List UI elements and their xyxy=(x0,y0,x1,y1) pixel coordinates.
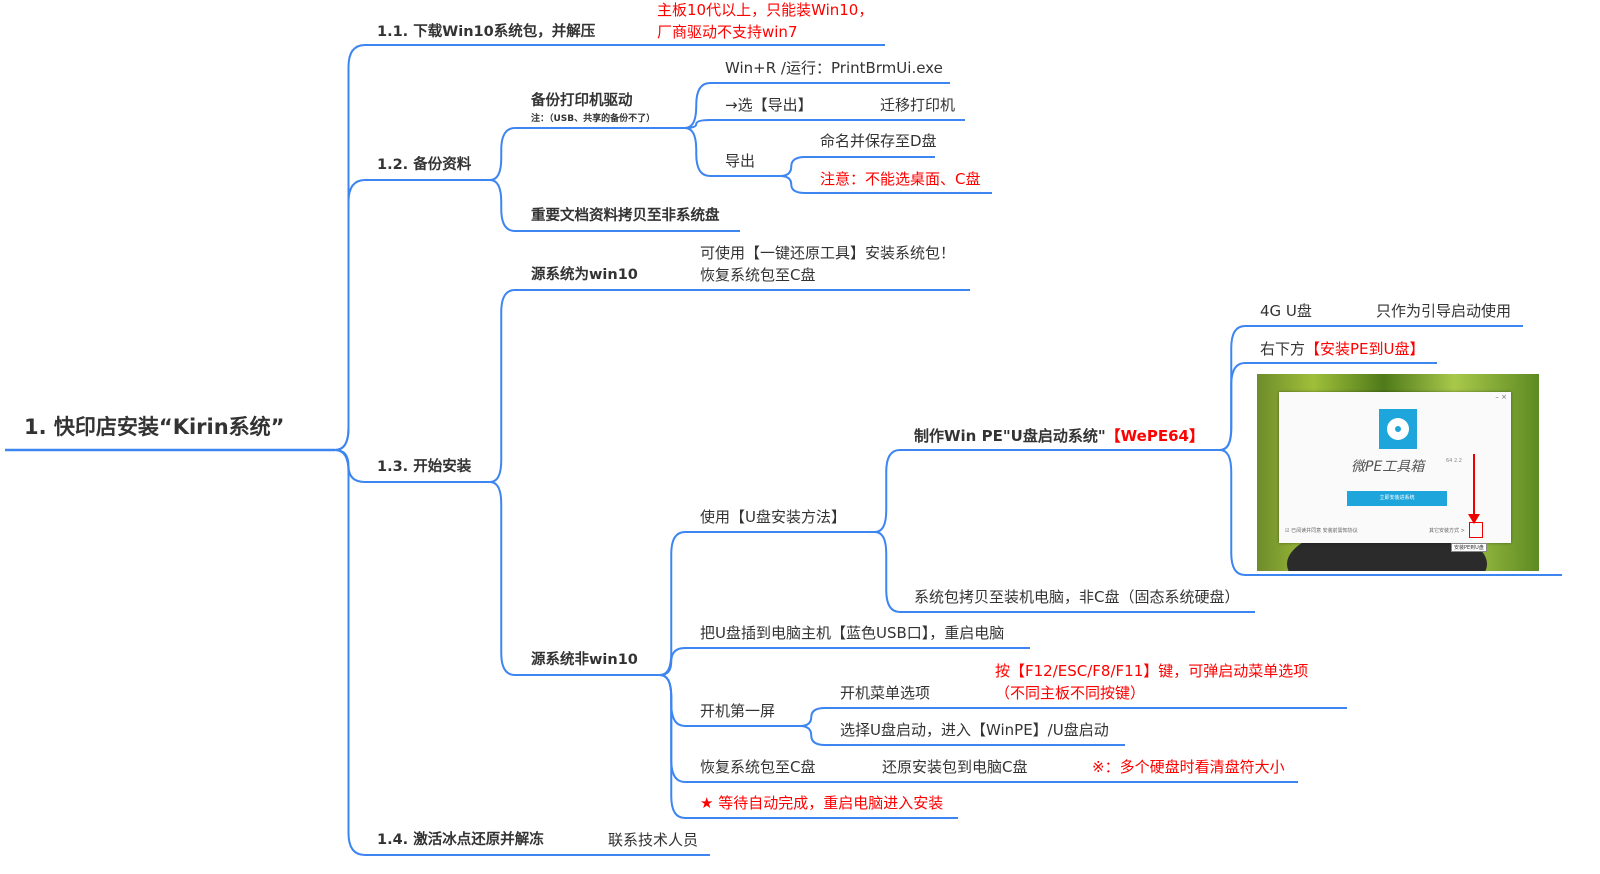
usb-install-highlight xyxy=(1469,522,1483,538)
node-first-screen[interactable]: 开机第一屏 xyxy=(700,702,776,720)
wepe-window: – × 微PE工具箱 64 2.2 立即安装进系统 ☑ 已阅读并同意 安装前需知… xyxy=(1279,392,1511,543)
node-select-usb[interactable]: 选择U盘启动，进入【WinPE】/U盘启动 xyxy=(840,721,1109,739)
node-plug-usb[interactable]: 把U盘插到电脑主机【蓝色USB口】，重启电脑 xyxy=(700,624,1005,642)
node-migrate-printer: 迁移打印机 xyxy=(880,96,956,114)
edge-run xyxy=(684,82,950,129)
edge-boot-menu xyxy=(799,707,1347,727)
boot-keys-2: （不同主板不同按键） xyxy=(995,684,1146,702)
node-1-1-note-2: 厂商驱动不支持win7 xyxy=(657,23,798,41)
node-1-4[interactable]: 1.4. 激活冰点还原并解冻 xyxy=(377,832,544,848)
red-arrowhead-icon xyxy=(1468,514,1480,524)
bottom-right-red: 【安装PE到U盘】 xyxy=(1305,340,1425,358)
edge-export xyxy=(684,127,780,177)
window-controls: – × xyxy=(1495,393,1507,401)
edge-save xyxy=(779,156,935,177)
node-wait[interactable]: ★ 等待自动完成，重启电脑进入安装 xyxy=(700,794,944,812)
node-source-non-win10[interactable]: 源系统非win10 xyxy=(531,652,638,668)
restore-detail: 还原安装包到电脑C盘 xyxy=(882,758,1028,776)
edge-1-4 xyxy=(334,449,710,856)
edge-select xyxy=(684,119,965,129)
node-usb-method[interactable]: 使用【U盘安装方法】 xyxy=(700,508,846,526)
restore-note: ※：多个硬盘时看清盘符大小 xyxy=(1092,758,1285,776)
edge-win10 xyxy=(489,289,970,483)
win10-line-2: 恢复系统包至C盘 xyxy=(700,266,816,284)
edge-make-pe xyxy=(874,449,1220,533)
tooltip: 安装PE到U盘 xyxy=(1451,543,1487,552)
edge-warning xyxy=(779,175,992,194)
wepe-screenshot: – × 微PE工具箱 64 2.2 立即安装进系统 ☑ 已阅读并同意 安装前需知… xyxy=(1257,374,1539,571)
edge-usb-method xyxy=(659,531,875,676)
red-arrow-icon xyxy=(1473,454,1475,516)
boot-keys-1: 按【F12/ESC/F8/F11】键，可弹启动菜单选项 xyxy=(995,662,1309,680)
node-make-pe[interactable]: 制作Win PE"U盘启动系统"【WePE64】 xyxy=(914,426,1204,446)
disk-icon xyxy=(1379,409,1417,449)
edge-1-2 xyxy=(334,179,490,451)
bottom-right-label: 右下方 xyxy=(1260,340,1306,358)
usb-4g-note: 只作为引导启动使用 xyxy=(1376,302,1512,320)
node-usb-4g[interactable]: 4G U盘 xyxy=(1260,302,1312,320)
edge-plug xyxy=(659,647,1030,676)
node-bottom-right[interactable]: 右下方【安装PE到U盘】 xyxy=(1260,339,1425,359)
edge-copy-pkg xyxy=(874,531,1255,613)
node-save-d[interactable]: 命名并保存至D盘 xyxy=(820,132,937,150)
win10-line-1: 可使用【一键还原工具】安装系统包！ xyxy=(700,244,956,262)
node-backup-printer[interactable]: 备份打印机驱动 xyxy=(531,93,633,109)
edge-docs xyxy=(489,179,740,232)
wepe-version: 64 2.2 xyxy=(1446,458,1462,464)
edge-bottom-right xyxy=(1219,362,1437,451)
node-warning[interactable]: 注意：不能选桌面、C盘 xyxy=(820,170,981,188)
node-1-1-note-1: 主板10代以上，只能装Win10， xyxy=(657,1,874,19)
make-pe-red: 【WePE64】 xyxy=(1105,427,1204,445)
contact-support: 联系技术人员 xyxy=(608,831,699,849)
node-1-1[interactable]: 1.1. 下载Win10系统包，并解压 xyxy=(377,24,596,40)
agree-text: ☑ 已阅读并同意 安装前需知协议 xyxy=(1285,528,1358,534)
node-1-3[interactable]: 1.3. 开始安装 xyxy=(377,459,472,475)
edge-select-usb xyxy=(799,725,1125,746)
backup-printer-note: 注：（USB、共享的备份不了） xyxy=(531,114,656,124)
wepe-title: 微PE工具箱 xyxy=(1351,459,1425,475)
edge-printer xyxy=(489,127,685,181)
node-1-2[interactable]: 1.2. 备份资料 xyxy=(377,157,472,173)
node-restore[interactable]: 恢复系统包至C盘 xyxy=(700,758,816,776)
other-install-text: 其它安装方式 > xyxy=(1429,528,1465,534)
node-run-command[interactable]: Win+R /运行：PrintBrmUi.exe xyxy=(725,59,943,77)
root-node[interactable]: 1. 快印店安装“Kirin系统” xyxy=(24,415,285,439)
install-button: 立即安装进系统 xyxy=(1347,491,1447,506)
edge-screenshot xyxy=(1219,449,1562,576)
node-copy-package[interactable]: 系统包拷贝至装机电脑，非C盘（固态系统硬盘） xyxy=(914,588,1240,606)
node-copy-docs[interactable]: 重要文档资料拷贝至非系统盘 xyxy=(531,208,720,224)
node-select-export[interactable]: →选【导出】 xyxy=(725,96,813,114)
node-boot-menu[interactable]: 开机菜单选项 xyxy=(840,684,931,702)
edge-nonwin10 xyxy=(489,481,660,676)
node-export[interactable]: 导出 xyxy=(725,152,756,170)
node-source-win10[interactable]: 源系统为win10 xyxy=(531,267,638,283)
make-pe-label: 制作Win PE"U盘启动系统" xyxy=(914,427,1106,445)
edge-wait xyxy=(659,674,958,819)
